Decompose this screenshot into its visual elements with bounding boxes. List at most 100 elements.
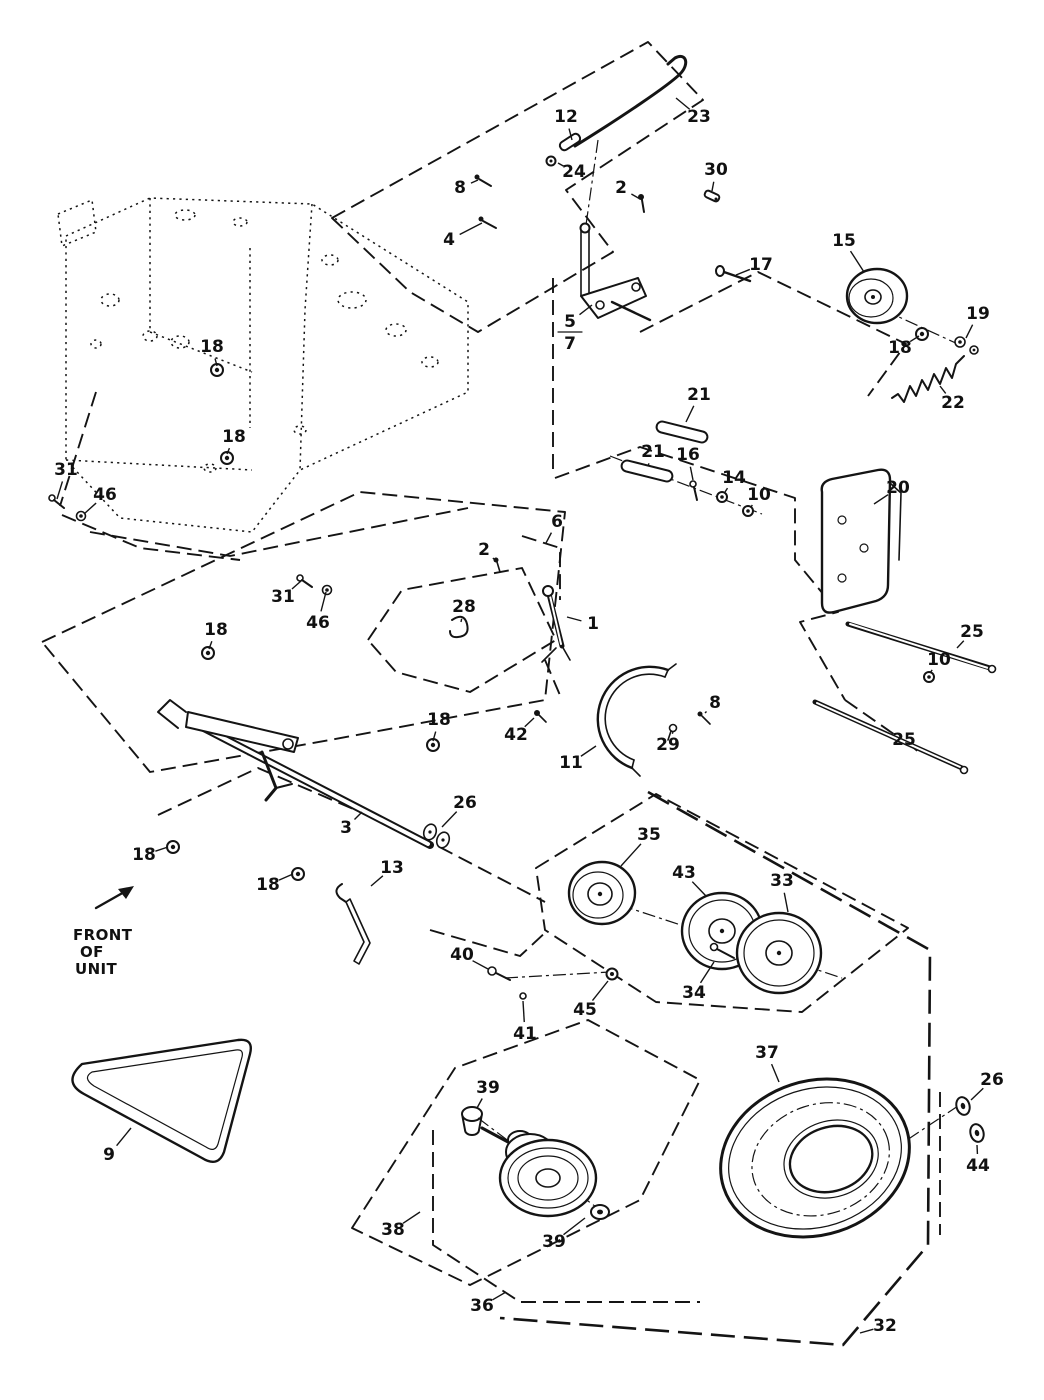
leader-line-36 <box>492 1291 507 1301</box>
front-arrow-head <box>118 886 134 899</box>
callout-35: 35 <box>637 825 661 845</box>
lever-1 <box>541 585 571 663</box>
clip-30 <box>703 189 721 203</box>
leader-line-30 <box>711 181 715 192</box>
leader-line-18 <box>278 873 294 881</box>
spring-22 <box>891 355 965 403</box>
bolt-34 <box>709 942 735 959</box>
callout-32: 32 <box>873 1316 897 1336</box>
callout-33: 33 <box>770 871 794 891</box>
callout-44: 44 <box>966 1156 990 1176</box>
callout-19: 19 <box>966 304 990 324</box>
washer-46-mid <box>321 584 333 596</box>
leader-line-18 <box>214 358 218 367</box>
leader-line-46 <box>320 591 327 612</box>
leader-line-3 <box>353 811 363 821</box>
leader-line-45 <box>591 980 609 1002</box>
leader-line-9 <box>116 1127 132 1147</box>
link-21-lower <box>620 459 674 483</box>
pulley-35 <box>567 860 637 926</box>
leader-line-35 <box>620 843 642 867</box>
leader-line-33 <box>783 892 789 913</box>
callout-5: 5 <box>564 312 576 332</box>
callout-23: 23 <box>687 107 711 127</box>
leader-line-43 <box>691 881 707 897</box>
callout-43: 43 <box>672 863 696 883</box>
leader-line-26 <box>441 811 458 828</box>
callout-39: 39 <box>542 1232 566 1252</box>
callout-26: 26 <box>980 1070 1004 1090</box>
front-of-unit-indicator: FRONT OF UNIT <box>73 886 134 978</box>
callout-12: 12 <box>554 107 578 127</box>
pin-42 <box>534 710 547 723</box>
callout-30: 30 <box>704 160 728 180</box>
leader-line-8 <box>704 710 708 714</box>
idler-wheel-15 <box>845 267 909 325</box>
callout-16: 16 <box>676 445 700 465</box>
leader-line-25 <box>912 747 918 752</box>
callout-13: 13 <box>380 858 404 878</box>
pin-8-lower <box>697 711 711 725</box>
callout-29: 29 <box>656 735 680 755</box>
callout-40: 40 <box>450 945 474 965</box>
washers-19 <box>954 336 979 355</box>
leader-line-39 <box>563 1217 586 1236</box>
leader-line-13 <box>370 875 384 887</box>
leader-line-22 <box>939 385 947 394</box>
front-label-line3: UNIT <box>75 960 118 978</box>
leader-line-14 <box>724 487 729 493</box>
leader-line-2 <box>631 193 641 200</box>
front-label-line1: FRONT <box>73 926 133 944</box>
leader-line-15 <box>849 250 865 273</box>
leader-line-16 <box>689 466 694 481</box>
bracket-20 <box>820 468 902 614</box>
leader-line-23 <box>675 97 691 110</box>
bolt-40 <box>487 966 511 981</box>
washer-46-left <box>75 510 87 522</box>
rod-25-upper <box>845 621 997 674</box>
callout-28: 28 <box>452 597 476 617</box>
bolt-16 <box>689 480 698 501</box>
callout-2: 2 <box>615 178 627 198</box>
chassis-frame-outline <box>57 197 469 533</box>
leader-line-25 <box>956 640 965 649</box>
callout-45: 45 <box>573 1000 597 1020</box>
bellcrank-5-7 <box>579 222 652 322</box>
washer-14 <box>716 491 728 503</box>
leader-line-21 <box>685 405 695 423</box>
callout-10: 10 <box>927 650 951 670</box>
leader-line-19 <box>965 324 974 339</box>
leader-line-10 <box>750 504 753 508</box>
callout-31: 31 <box>271 587 295 607</box>
callout-7: 7 <box>564 334 576 354</box>
leader-line-24 <box>557 162 564 167</box>
leader-line-6 <box>545 532 553 544</box>
leader-line-26 <box>970 1087 984 1101</box>
callout-9: 9 <box>103 1145 115 1165</box>
leader-line-46 <box>83 502 97 515</box>
callout-46: 46 <box>306 613 330 633</box>
pulley-33 <box>735 911 823 995</box>
nut-10-upper <box>742 505 754 517</box>
callout-17: 17 <box>749 255 773 275</box>
pulley-stack-38-39 <box>461 1106 610 1220</box>
callout-21: 21 <box>641 442 665 462</box>
bolt-17 <box>715 265 752 283</box>
rod-13 <box>335 883 371 965</box>
leader-line-11 <box>580 745 597 757</box>
control-rod-23 <box>573 55 688 148</box>
leader-line-31 <box>56 481 64 500</box>
pin-2-lower <box>493 557 501 573</box>
callout-34: 34 <box>682 983 706 1003</box>
tire-37 <box>719 1077 911 1239</box>
leader-line-17 <box>735 268 751 276</box>
pin-4 <box>478 216 497 229</box>
callout-8: 8 <box>454 178 466 198</box>
leader-line-2 <box>492 557 496 561</box>
leader-line-39 <box>476 1098 483 1109</box>
callout-38: 38 <box>381 1220 405 1240</box>
callout-15: 15 <box>832 231 856 251</box>
callout-46: 46 <box>93 485 117 505</box>
